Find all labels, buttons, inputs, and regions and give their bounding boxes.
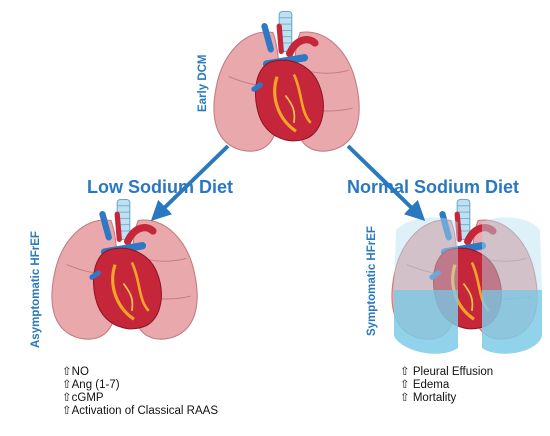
effect-item: ⇧cGMP: [62, 392, 104, 404]
low-sodium-effects: ⇧NO ⇧Ang (1-7) ⇧cGMP ⇧Activation of Clas…: [62, 366, 218, 418]
effect-item: ⇧NO: [62, 366, 89, 378]
lungs-heart-symptomatic: [392, 200, 542, 354]
label-early-dcm: Early DCM: [197, 54, 209, 112]
label-symptomatic-hfref: Symptomatic HFrEF: [366, 226, 378, 336]
lungs-heart-asymptomatic: [52, 200, 197, 340]
effect-item: ⇧Activation of Classical RAAS: [62, 405, 219, 417]
lungs-heart-early: [214, 12, 359, 152]
effect-item: ⇧ Mortality: [400, 392, 457, 404]
arrow-to-low-sodium: [150, 144, 230, 221]
label-low-sodium-diet: Low Sodium Diet: [87, 177, 233, 197]
arrow-to-normal-sodium: [346, 144, 426, 221]
effect-item: ⇧Ang (1-7): [62, 379, 120, 391]
label-asymptomatic-hfref: Asymptomatic HFrEF: [30, 231, 42, 348]
effect-item: ⇧ Edema: [400, 379, 450, 391]
label-normal-sodium-diet: Normal Sodium Diet: [347, 177, 520, 197]
effect-item: ⇧ Pleural Effusion: [400, 366, 494, 378]
normal-sodium-effects: ⇧ Pleural Effusion ⇧ Edema ⇧ Mortality: [400, 366, 493, 405]
